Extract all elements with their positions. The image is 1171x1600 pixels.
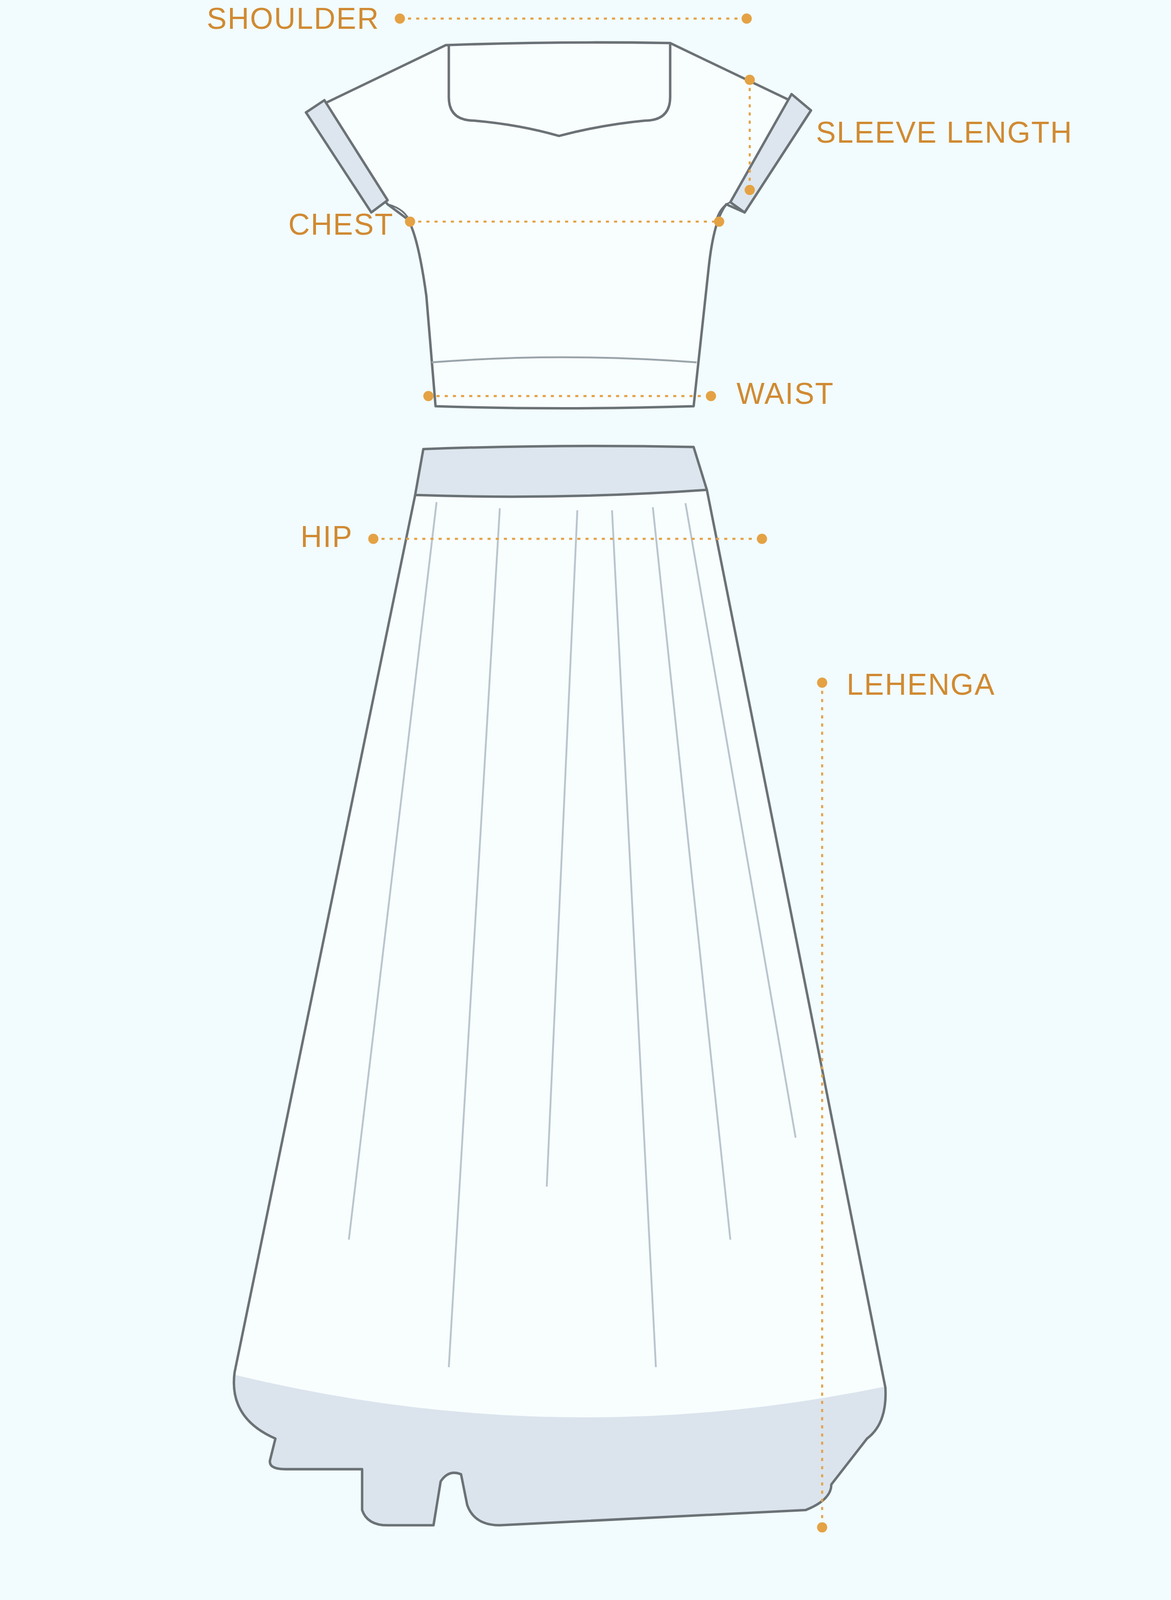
- measurement-label: LEHENGA: [846, 669, 996, 700]
- measurement-label: CHEST: [288, 209, 394, 240]
- skirt-fill: [233, 489, 886, 1526]
- measurement-label: SLEEVE LENGTH: [815, 117, 1073, 148]
- skirt-outline: [233, 489, 886, 1526]
- hem-band: [203, 1367, 919, 1561]
- measurement-label: WAIST: [736, 378, 835, 409]
- measurement-label: SHOULDER: [206, 3, 380, 34]
- skirt-waistband: [414, 446, 707, 497]
- measurement-dots: [368, 13, 828, 1533]
- sleeve-cuff: [730, 93, 811, 213]
- skirt: [203, 446, 919, 1562]
- waistband-seam: [431, 357, 698, 363]
- pleat-lines: [348, 502, 796, 1368]
- sleeve-cuff: [306, 100, 389, 213]
- measurement-label: HIP: [300, 521, 354, 552]
- neckline: [448, 43, 671, 137]
- measurement-lines: [373, 18, 823, 1528]
